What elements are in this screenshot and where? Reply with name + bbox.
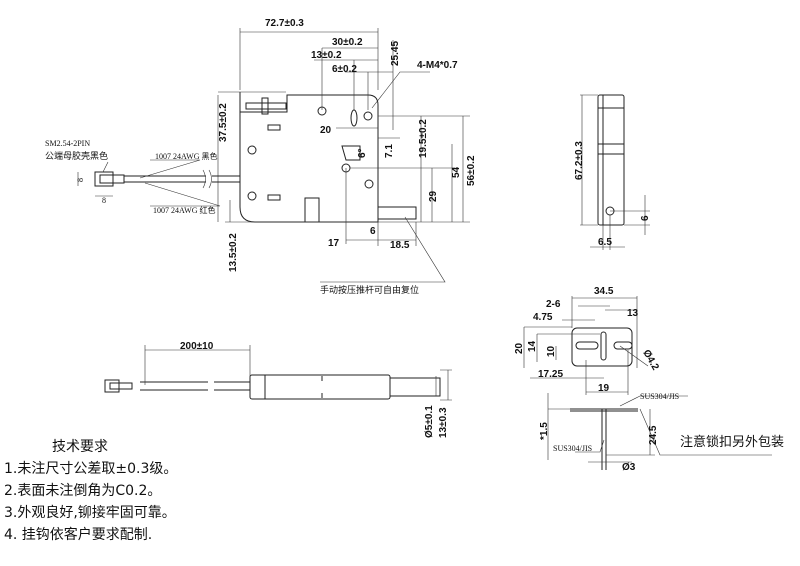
requirement-item: 4. 挂钩依客户要求配制. (4, 527, 153, 543)
dim-25-45: 25.45 (390, 41, 401, 66)
dim-37-5: 37.5±0.2 (218, 103, 229, 142)
bracket-d19: 19 (598, 383, 610, 394)
dim-13-5: 13.5±0.2 (228, 233, 239, 272)
wire-length: 200±10 (180, 341, 214, 352)
bracket-d4-75: 4.75 (533, 312, 553, 323)
requirements-title: 技术要求 (52, 439, 108, 455)
bracket-thickness: *1.5 (539, 422, 550, 440)
bracket-material-a: SUS304/JIS (640, 392, 679, 401)
packaging-note: 注意锁扣另外包装 (680, 434, 784, 450)
dim-17: 17 (328, 238, 340, 249)
bracket-d17-25: 17.25 (538, 369, 563, 380)
dim-30: 30±0.2 (332, 37, 363, 48)
body-thickness: 13±0.3 (438, 407, 449, 438)
thread-spec: 4-M4*0.7 (417, 60, 458, 71)
bracket-d13: 13 (627, 308, 639, 319)
dim-20: 20 (320, 125, 332, 136)
push-rod-note: 手动按压推杆可自由复位 (320, 284, 419, 296)
dim-6: 6±0.2 (332, 64, 357, 75)
requirement-item: 2.表面未注倒角为C0.2。 (4, 483, 162, 499)
dim-13: 13±0.2 (311, 50, 342, 61)
side-view: 67.2±0.3 6 6.5 (574, 94, 651, 250)
bracket-width: 34.5 (594, 286, 614, 297)
dim-56: 56±0.2 (466, 155, 477, 186)
wire-red-label: 1007 24AWG 红色 (153, 205, 215, 215)
dim-angle-6: 6° (357, 148, 368, 158)
pin-diameter: Ø5±0.1 (424, 405, 435, 438)
dim-18-5: 18.5 (390, 240, 410, 251)
dim-19-5: 19.5±0.2 (418, 119, 429, 158)
side-height: 67.2±0.3 (574, 141, 585, 180)
dim-29: 29 (428, 190, 439, 202)
connector-dim-b: 8 (102, 196, 106, 205)
technical-requirements: 技术要求 1.未注尺寸公差取±0.3级。 2.表面未注倒角为C0.2。 3.外观… (4, 436, 177, 546)
dim-6b: 6 (370, 226, 376, 237)
connector-dim-a: 8 (76, 178, 85, 182)
wire-black-label: 1007 24AWG 黑色 (155, 151, 217, 161)
requirement-item: 1.未注尺寸公差取±0.3级。 (4, 461, 178, 477)
bracket-slot: 2-6 (546, 299, 561, 310)
side-hole-offset: 6 (640, 215, 651, 221)
requirement-item: 3.外观良好,铆接牢固可靠。 (4, 505, 176, 521)
connector-desc: 公端母胶壳黑色 (45, 150, 108, 162)
dim-7-1: 7.1 (384, 144, 395, 158)
bottom-view: 200±10 Ø5±0.1 13±0.3 (104, 341, 452, 438)
dim-overall-width: 72.7±0.3 (265, 18, 304, 29)
front-view: 72.7±0.3 30±0.2 13±0.2 6±0.2 25.45 4-M4*… (217, 18, 477, 296)
bracket-pin: Ø3 (622, 462, 636, 473)
bracket-material-b: SUS304/JIS (553, 444, 592, 453)
bracket-d24-5: 24.5 (648, 425, 659, 445)
dim-54: 54 (451, 166, 462, 178)
bracket-d14: 14 (527, 340, 538, 352)
bracket-hole: Ø4.2 (640, 348, 661, 373)
bracket-d20: 20 (514, 342, 525, 354)
bracket-d10: 10 (546, 345, 557, 357)
bracket-view: 34.5 2-6 13 4.75 20 14 10 17.25 19 Ø4.2 … (514, 286, 784, 473)
side-width: 6.5 (598, 237, 612, 248)
connector-model: SM2.54-2PIN (45, 139, 90, 148)
connector-assembly: SM2.54-2PIN 公端母胶壳黑色 1007 24AWG 黑色 1007 2… (45, 139, 240, 215)
